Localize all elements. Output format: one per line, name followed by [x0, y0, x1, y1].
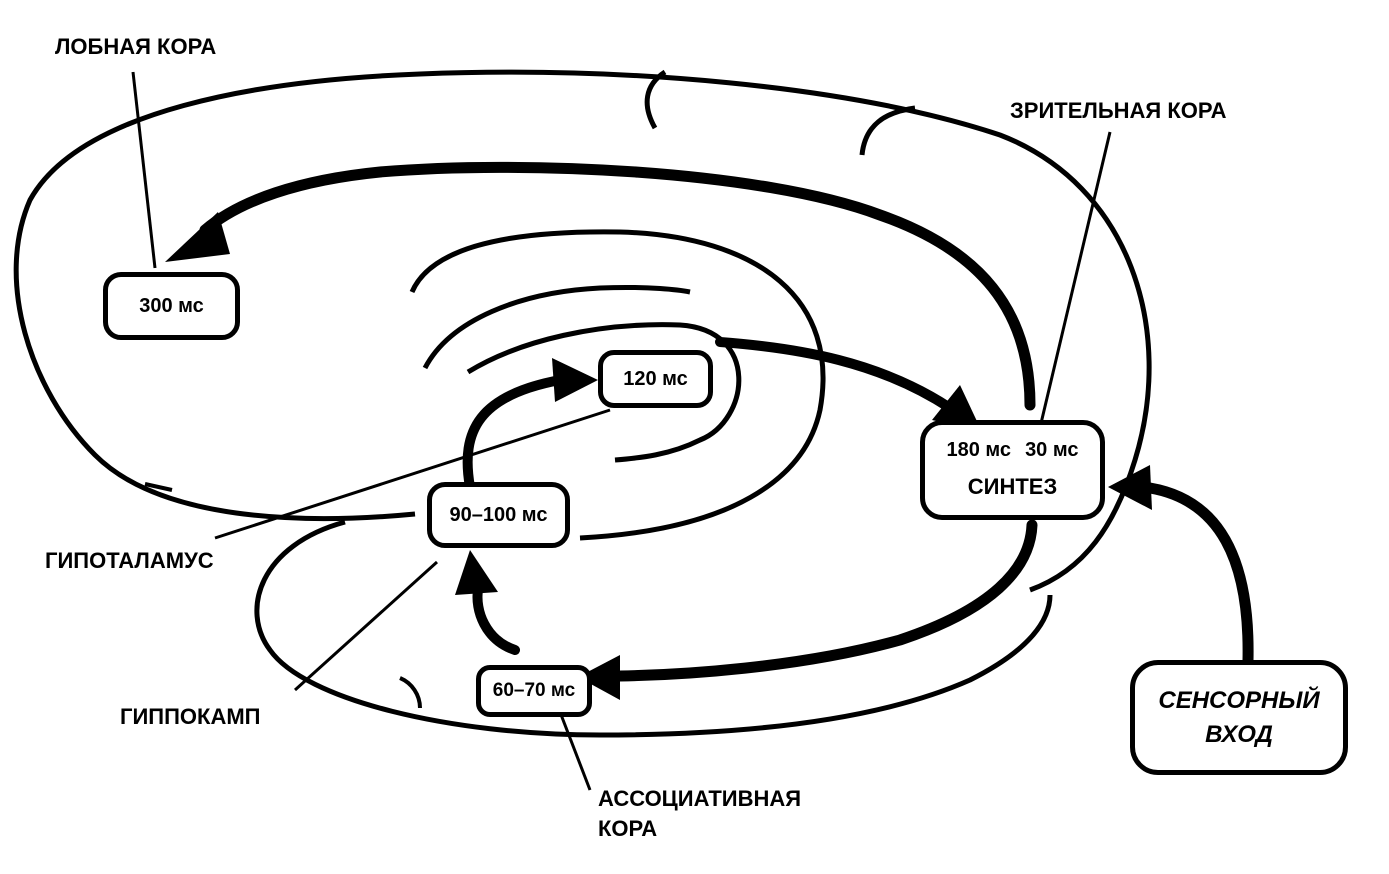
label-frontal-cortex: ЛОБНАЯ КОРА	[55, 34, 217, 59]
node-sensory-label-2: ВХОД	[1205, 720, 1273, 748]
arrow-synth-to-60	[614, 519, 1038, 682]
node-90-100ms: 90–100 мс	[427, 482, 570, 548]
node-synthesis-times: 180 мс 30 мс	[946, 439, 1078, 462]
node-90-100ms-label: 90–100 мс	[449, 503, 548, 526]
lower-loop	[254, 519, 1053, 738]
node-120ms-label: 120 мс	[623, 367, 688, 390]
lower-tick	[399, 676, 422, 709]
arrow-90-to-120	[462, 375, 565, 492]
arrowhead-120	[552, 358, 598, 402]
leader-hippocampus	[293, 560, 439, 692]
node-60-70ms-label: 60–70 мс	[492, 680, 576, 701]
hypothalamus-tick	[144, 482, 173, 492]
arrowhead-90	[455, 550, 498, 595]
arrowhead-frontal	[165, 212, 230, 262]
node-300ms: 300 мс	[103, 272, 240, 340]
node-30ms-label: 30 мс	[1025, 438, 1079, 461]
arrow-sensory-to-synth	[1144, 482, 1254, 666]
leader-assoc	[558, 711, 592, 791]
label-hypothalamus: ГИПОТАЛАМУС	[45, 548, 214, 573]
arrow-visual-to-frontal	[199, 161, 1036, 411]
arrow-60-to-90	[472, 585, 520, 655]
label-hippocampus: ГИППОКАМП	[120, 704, 261, 729]
leader-frontal	[131, 71, 157, 269]
inner-arc-3	[466, 322, 742, 463]
inner-arc-2	[422, 284, 691, 370]
leader-hypothalamus	[214, 408, 611, 540]
outer-brain-contour	[13, 69, 1152, 593]
arrowhead-60	[578, 655, 620, 700]
label-assoc-cortex-1: АССОЦИАТИВНАЯ	[598, 786, 802, 811]
inner-arc-1	[409, 229, 826, 541]
sulcus-tick-2	[859, 105, 916, 156]
arrow-120-to-synth	[715, 337, 955, 413]
leader-visual	[1036, 131, 1112, 437]
arrowhead-sensory	[1108, 465, 1152, 510]
node-synthesis: 180 мс 30 мс СИНТЕЗ	[920, 420, 1105, 520]
sulcus-tick-1	[644, 69, 667, 130]
node-60-70ms: 60–70 мс	[476, 665, 592, 717]
node-180ms-label: 180 мс	[946, 438, 1012, 461]
label-assoc-cortex-2: КОРА	[598, 816, 658, 841]
node-synthesis-label: СИНТЕЗ	[967, 473, 1058, 499]
node-sensory-input: СЕНСОРНЫЙ ВХОД	[1130, 660, 1348, 775]
label-visual-cortex: ЗРИТЕЛЬНАЯ КОРА	[1010, 98, 1227, 123]
node-sensory-label-1: СЕНСОРНЫЙ	[1158, 686, 1320, 714]
node-120ms: 120 мс	[598, 350, 713, 408]
node-300ms-label: 300 мс	[139, 294, 204, 317]
